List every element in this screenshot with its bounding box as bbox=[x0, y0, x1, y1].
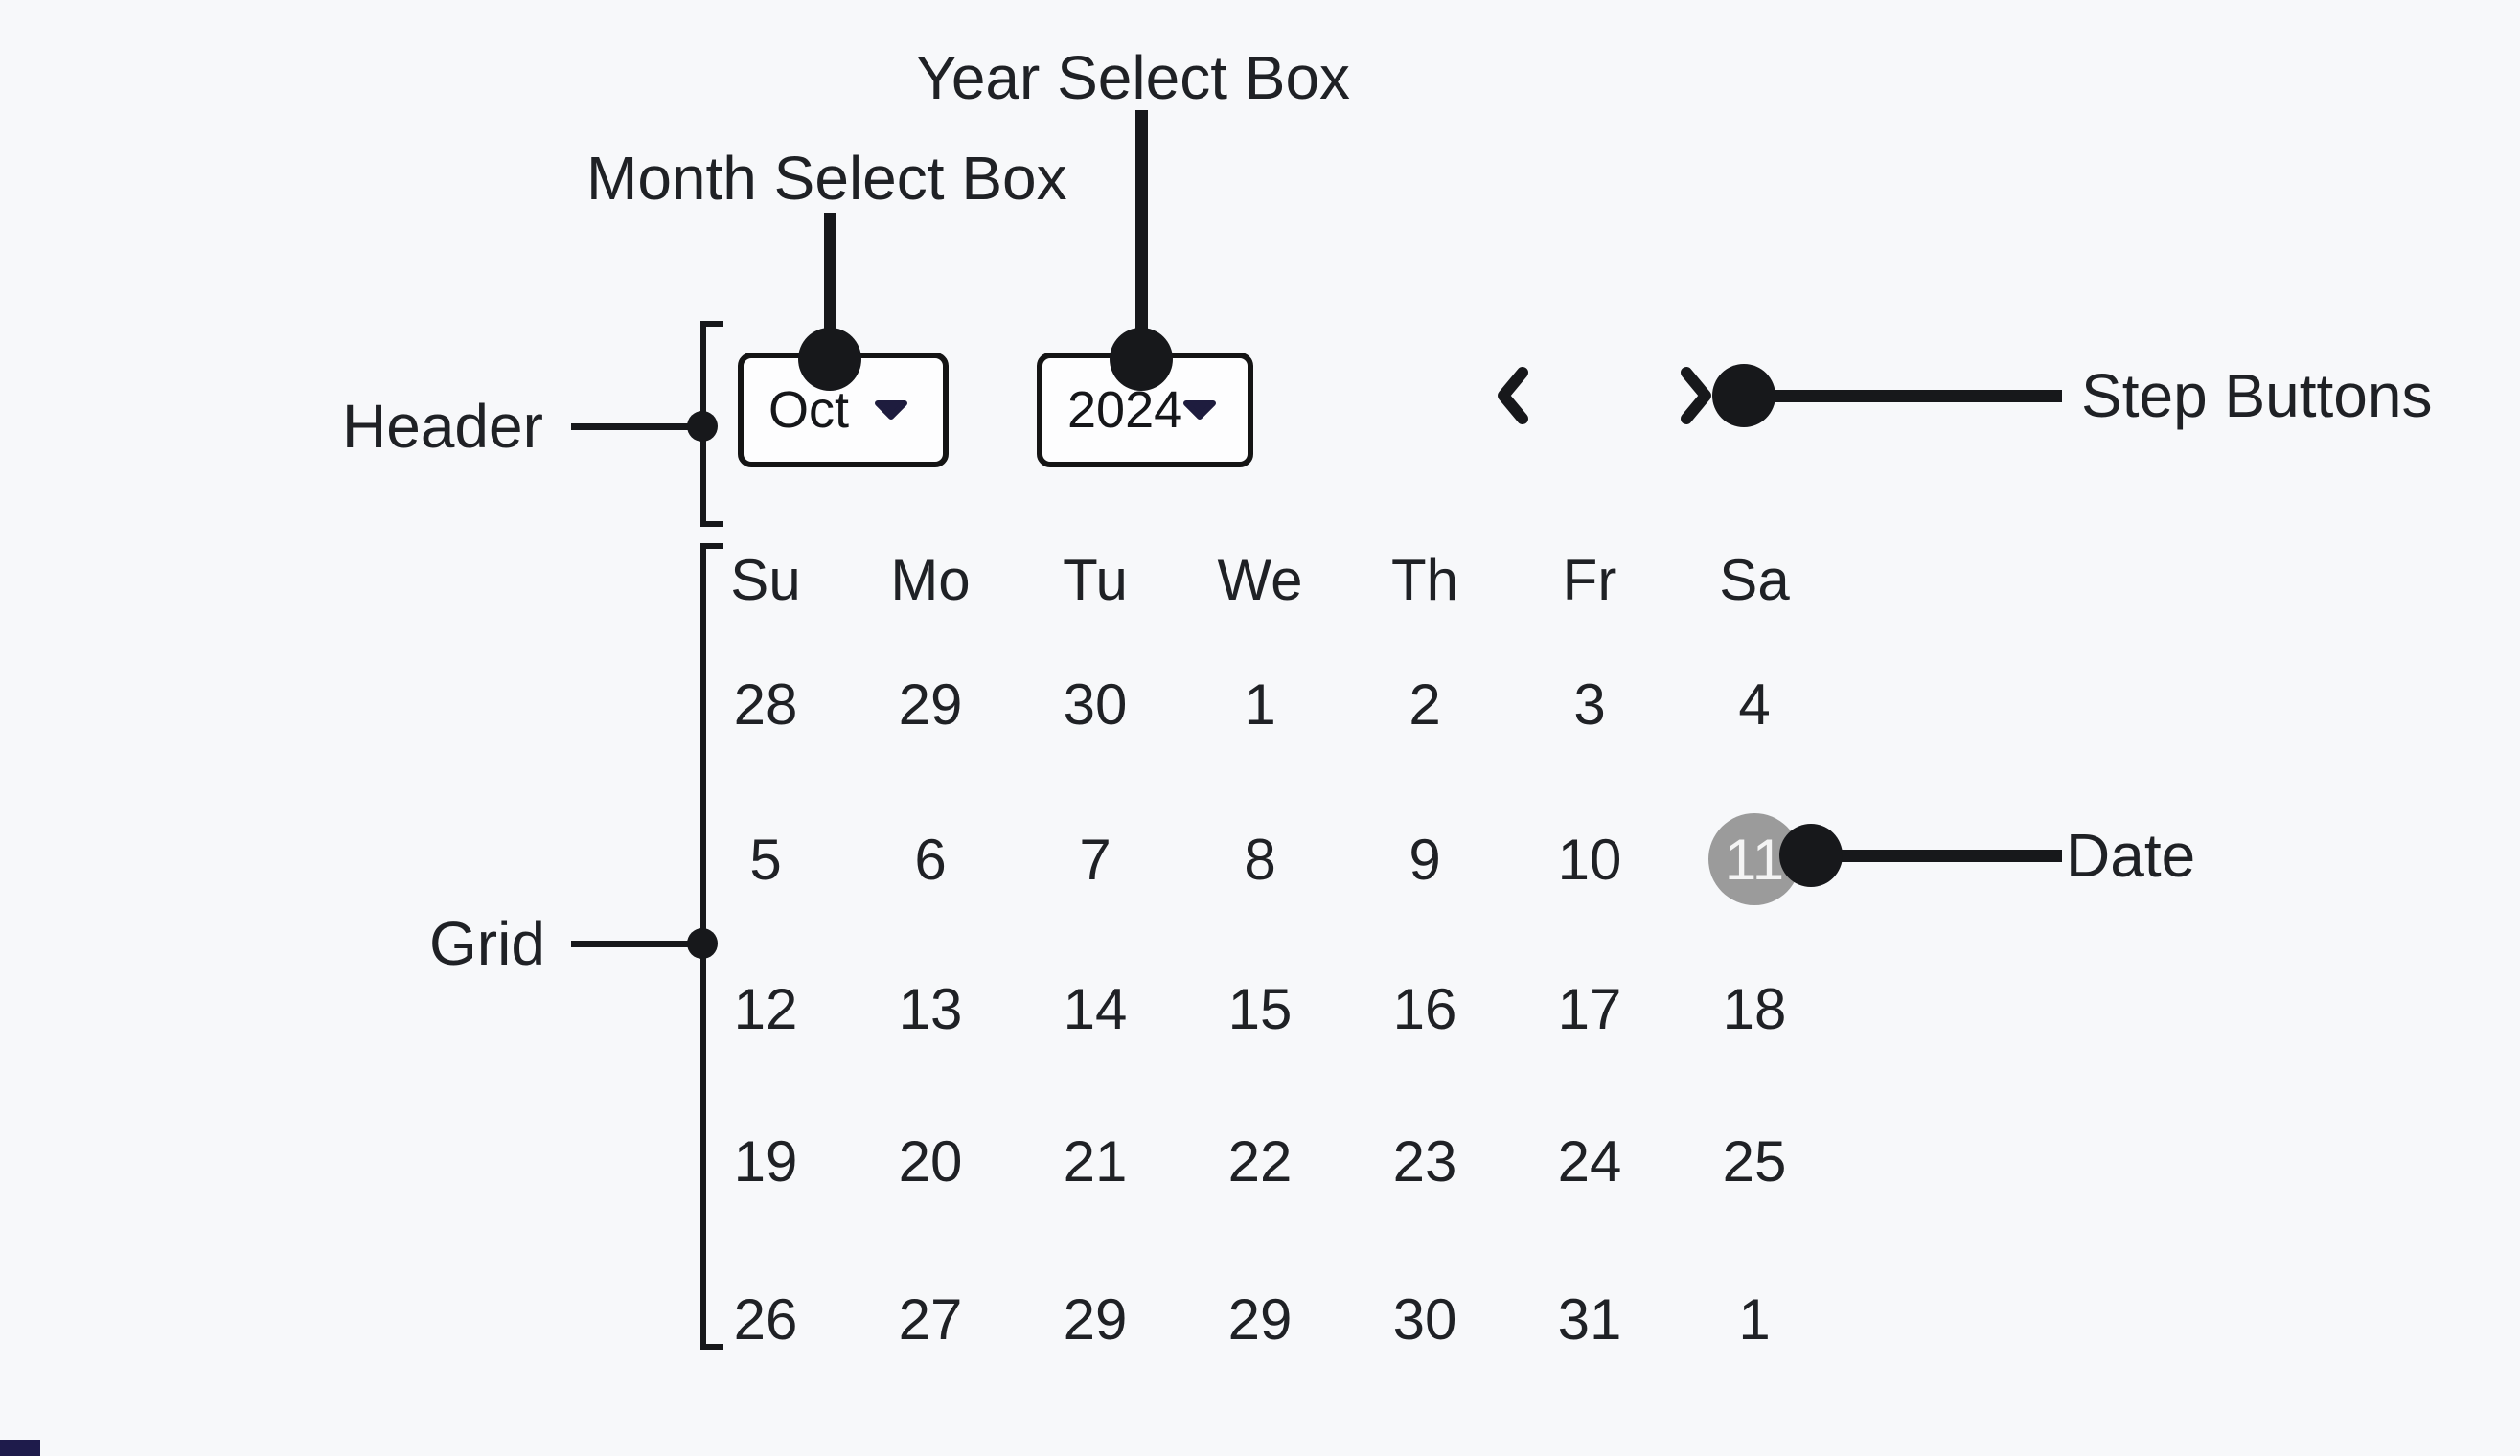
step-buttons-callout-line bbox=[1744, 390, 2062, 402]
prev-month-button[interactable] bbox=[1484, 365, 1546, 426]
caret-down-icon bbox=[1182, 399, 1217, 421]
date-cell[interactable]: 10 bbox=[1557, 827, 1622, 892]
date-cell[interactable]: 25 bbox=[1722, 1128, 1787, 1194]
selected-date[interactable]: 11 bbox=[1708, 813, 1800, 905]
date-callout-line bbox=[1811, 850, 2062, 862]
date-cell[interactable]: 3 bbox=[1573, 671, 1606, 737]
header-annotation-label: Header bbox=[342, 392, 543, 461]
date-cell[interactable]: 16 bbox=[1392, 976, 1457, 1041]
date-cell[interactable]: 5 bbox=[749, 827, 782, 892]
date-cell[interactable]: 23 bbox=[1392, 1128, 1457, 1194]
year-select-callout-line bbox=[1135, 110, 1148, 361]
caret-down-icon bbox=[874, 399, 908, 421]
date-cell[interactable]: 7 bbox=[1079, 827, 1111, 892]
date-cell[interactable]: 9 bbox=[1409, 827, 1441, 892]
day-name-cell: Tu bbox=[1063, 547, 1128, 612]
next-month-button[interactable] bbox=[1663, 365, 1725, 426]
day-names-row: Su Mo Tu We Th Fr Sa bbox=[683, 527, 1837, 632]
date-cell[interactable]: 22 bbox=[1227, 1128, 1293, 1194]
week-row: 26 27 29 29 30 31 1 bbox=[683, 1266, 1837, 1372]
week-row: 19 20 21 22 23 24 25 bbox=[683, 1108, 1837, 1214]
week-row: 5 6 7 8 9 10 11 bbox=[683, 807, 1837, 912]
grid-callout-dot bbox=[687, 928, 718, 959]
date-cell[interactable]: 27 bbox=[898, 1286, 963, 1352]
month-select-value: Oct bbox=[768, 381, 850, 439]
day-name-cell: Fr bbox=[1562, 547, 1617, 612]
date-cell[interactable]: 28 bbox=[733, 671, 798, 737]
date-cell[interactable]: 20 bbox=[898, 1128, 963, 1194]
date-annotation-label: Date bbox=[2066, 821, 2196, 890]
day-name-cell: Mo bbox=[890, 547, 971, 612]
date-cell[interactable]: 6 bbox=[914, 827, 947, 892]
year-select-annotation-label: Year Select Box bbox=[916, 43, 1351, 112]
date-cell[interactable]: 31 bbox=[1557, 1286, 1622, 1352]
date-cell[interactable]: 17 bbox=[1557, 976, 1622, 1041]
date-cell[interactable]: 14 bbox=[1063, 976, 1128, 1041]
day-name-cell: Su bbox=[730, 547, 801, 612]
step-buttons-annotation-label: Step Buttons bbox=[2081, 361, 2433, 430]
date-cell[interactable]: 12 bbox=[733, 976, 798, 1041]
week-row: 12 13 14 15 16 17 18 bbox=[683, 956, 1837, 1061]
month-select-callout-dot bbox=[798, 328, 861, 391]
week-row: 28 29 30 1 2 3 4 bbox=[683, 651, 1837, 757]
date-cell[interactable]: 21 bbox=[1063, 1128, 1128, 1194]
date-cell[interactable]: 26 bbox=[733, 1286, 798, 1352]
month-select-annotation-label: Month Select Box bbox=[586, 144, 1067, 213]
grid-callout-line bbox=[571, 941, 702, 947]
header-callout-dot bbox=[687, 411, 718, 442]
date-cell[interactable]: 15 bbox=[1227, 976, 1293, 1041]
date-cell[interactable]: 24 bbox=[1557, 1128, 1622, 1194]
date-cell[interactable]: 1 bbox=[1244, 671, 1276, 737]
month-select-callout-line bbox=[824, 213, 836, 361]
date-cell[interactable]: 30 bbox=[1392, 1286, 1457, 1352]
day-name-cell: We bbox=[1217, 547, 1303, 612]
year-select-box[interactable]: 2024 bbox=[1037, 353, 1253, 467]
day-name-cell: Sa bbox=[1719, 547, 1790, 612]
year-select-value: 2024 bbox=[1067, 381, 1183, 439]
step-buttons-callout-dot bbox=[1712, 364, 1775, 427]
date-cell[interactable]: 2 bbox=[1409, 671, 1441, 737]
day-name-cell: Th bbox=[1390, 547, 1459, 612]
date-cell[interactable]: 29 bbox=[1063, 1286, 1128, 1352]
chevron-left-icon bbox=[1484, 365, 1546, 426]
date-cell[interactable]: 1 bbox=[1738, 1286, 1771, 1352]
date-cell[interactable]: 11 bbox=[1672, 807, 1837, 912]
date-cell[interactable]: 8 bbox=[1244, 827, 1276, 892]
year-select-callout-dot bbox=[1110, 328, 1173, 391]
date-cell[interactable]: 19 bbox=[733, 1128, 798, 1194]
date-cell[interactable]: 30 bbox=[1063, 671, 1128, 737]
grid-annotation-label: Grid bbox=[429, 909, 545, 978]
date-cell[interactable]: 29 bbox=[1227, 1286, 1293, 1352]
month-select-box[interactable]: Oct bbox=[738, 353, 949, 467]
date-callout-dot bbox=[1779, 824, 1843, 887]
corner-fragment bbox=[0, 1440, 40, 1456]
header-callout-line bbox=[571, 423, 702, 430]
date-cell[interactable]: 13 bbox=[898, 976, 963, 1041]
date-cell[interactable]: 18 bbox=[1722, 976, 1787, 1041]
date-cell[interactable]: 4 bbox=[1738, 671, 1771, 737]
chevron-right-icon bbox=[1663, 365, 1725, 426]
date-cell[interactable]: 29 bbox=[898, 671, 963, 737]
